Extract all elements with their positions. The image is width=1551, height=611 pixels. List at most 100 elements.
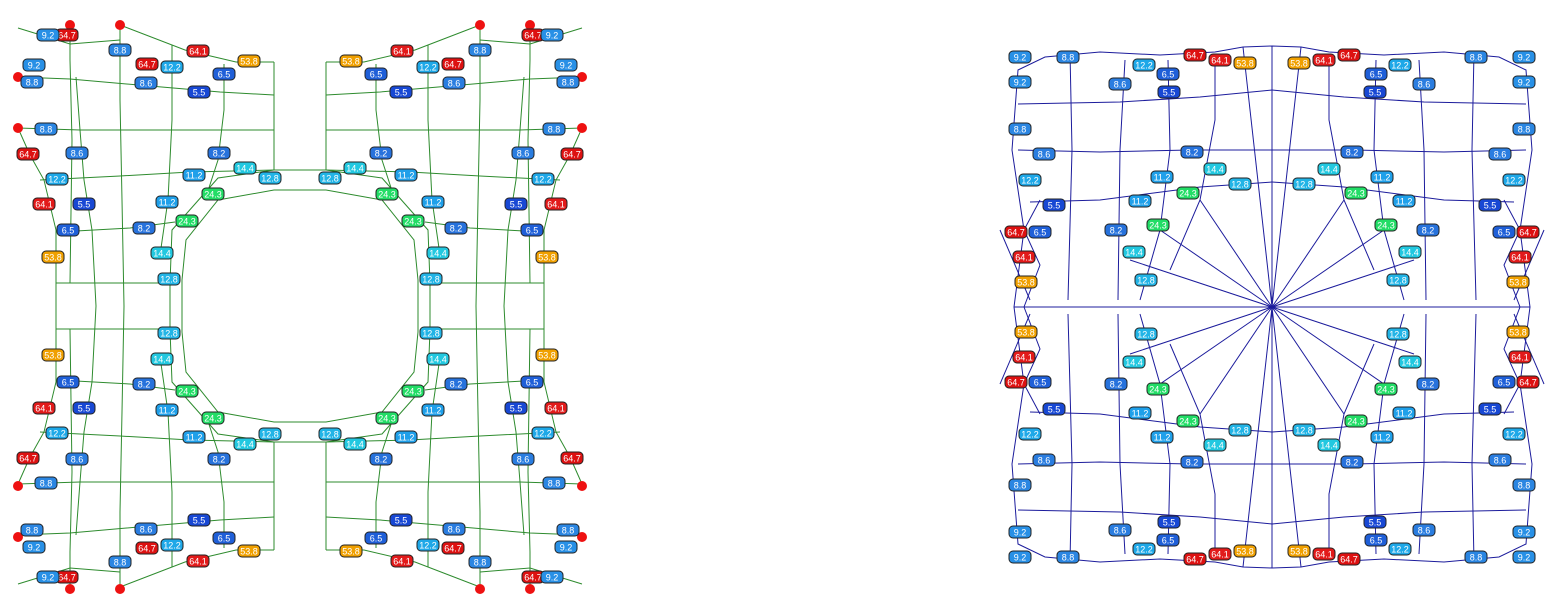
edge-label-6-5: 6.5 (1028, 375, 1052, 389)
edge-label-11-2: 11.2 (421, 403, 445, 417)
edge-label-badge (1122, 245, 1146, 259)
edge-label-text: 64.1 (189, 47, 207, 57)
edge-label-6-5: 6.5 (212, 67, 236, 81)
edge-label-8-8: 8.8 (1056, 50, 1080, 64)
mesh-edge (39, 169, 275, 181)
edge-label-12-2: 12.2 (1388, 58, 1412, 72)
mesh-edge (1117, 313, 1126, 555)
edge-label-text: 64.7 (1007, 378, 1025, 388)
edge-label-53-8: 53.8 (535, 250, 559, 264)
edge-label-9-2: 9.2 (554, 540, 578, 554)
edge-label-badge (401, 214, 425, 228)
edge-label-badge (1233, 56, 1257, 70)
edge-label-text: 12.8 (1137, 330, 1155, 340)
edge-label-text: 8.6 (1114, 80, 1127, 90)
edge-label-badge (175, 384, 199, 398)
edge-label-6-5: 6.5 (1364, 67, 1388, 81)
edge-label-text: 24.3 (1179, 417, 1197, 427)
mesh-edge (503, 76, 525, 307)
edge-label-badge (175, 214, 199, 228)
edge-label-badge (160, 60, 184, 74)
mesh-edge (1271, 199, 1345, 308)
edge-label-text: 12.8 (422, 275, 440, 285)
edge-label-64-7: 64.7 (1004, 375, 1028, 389)
edge-label-8-6: 8.6 (1488, 147, 1512, 161)
edge-label-text: 8.2 (138, 224, 151, 234)
edge-label-64-1: 64.1 (1012, 250, 1036, 264)
edge-label-8-8: 8.8 (468, 43, 492, 57)
edge-label-8-8: 8.8 (34, 122, 58, 136)
edge-label-text: 8.8 (114, 46, 127, 56)
edge-label-text: 8.8 (26, 78, 39, 88)
edge-label-12-2: 12.2 (1018, 173, 1042, 187)
edge-label-text: 14.4 (1125, 358, 1143, 368)
edge-label-12-2: 12.2 (1388, 542, 1412, 556)
fixed-node-dot (577, 123, 587, 133)
edge-label-badge (1012, 250, 1036, 264)
fixed-node-dot (577, 481, 587, 491)
edge-label-badge (401, 384, 425, 398)
edge-label-64-7: 64.7 (1183, 552, 1207, 566)
edge-label-text: 24.3 (178, 387, 196, 397)
mesh-edge (1471, 313, 1477, 563)
edge-label-badge (72, 197, 96, 211)
edge-label-8-2: 8.2 (369, 146, 393, 160)
edge-label-badge (544, 197, 568, 211)
edge-label-badge (1032, 147, 1056, 161)
edge-label-12-8: 12.8 (1134, 273, 1158, 287)
edge-label-64-1: 64.1 (1312, 53, 1336, 67)
edge-label-text: 5.5 (1369, 518, 1382, 528)
edge-label-badge (1388, 58, 1412, 72)
edge-label-text: 12.2 (1135, 61, 1153, 71)
edge-label-text: 6.5 (1498, 378, 1511, 388)
edge-label-badge (1008, 478, 1032, 492)
edge-label-badge (1208, 53, 1232, 67)
edge-label-8-6: 8.6 (1108, 77, 1132, 91)
edge-label-24-3: 24.3 (201, 411, 225, 425)
edge-label-text: 8.2 (1422, 226, 1435, 236)
fixed-node-dot (115, 20, 125, 30)
edge-label-badge (1488, 453, 1512, 467)
edge-label-text: 8.8 (1518, 481, 1531, 491)
edge-label-text: 8.2 (1186, 148, 1199, 158)
edge-label-badge (535, 348, 559, 362)
mesh-edge (1017, 509, 1273, 525)
edge-label-text: 6.5 (62, 378, 75, 388)
edge-label-text: 14.4 (346, 164, 364, 174)
edge-label-12-8: 12.8 (1292, 423, 1316, 437)
edge-label-text: 24.3 (1149, 385, 1167, 395)
edge-label-5-5: 5.5 (187, 85, 211, 99)
edge-label-text: 12.2 (1021, 176, 1039, 186)
edge-label-badge (318, 427, 342, 441)
edge-label-text: 12.8 (1137, 276, 1155, 286)
edge-label-badge (56, 375, 80, 389)
mesh-edge (1271, 89, 1527, 105)
edge-label-badge (1004, 375, 1028, 389)
edge-label-text: 8.2 (450, 224, 463, 234)
edge-label-5-5: 5.5 (1478, 402, 1502, 416)
edge-label-badge (1412, 523, 1436, 537)
edge-label-64-1: 64.1 (390, 554, 414, 568)
edge-label-badge (22, 540, 46, 554)
edge-label-text: 5.5 (1048, 201, 1061, 211)
edge-label-text: 24.3 (1377, 385, 1395, 395)
edge-label-badge (1008, 50, 1032, 64)
edge-label-badge (201, 187, 225, 201)
edge-label-text: 6.5 (1370, 536, 1383, 546)
edge-label-text: 8.8 (1518, 125, 1531, 135)
edge-label-badge (1150, 430, 1174, 444)
edge-label-badge (1502, 173, 1526, 187)
edge-label-text: 8.8 (114, 558, 127, 568)
edge-label-12-2: 12.2 (1132, 58, 1156, 72)
edge-label-badge (36, 570, 60, 584)
mesh-edge (1271, 229, 1385, 308)
edge-label-badge (34, 476, 58, 490)
edge-label-badge (1388, 542, 1412, 556)
edge-label-11-2: 11.2 (1150, 430, 1174, 444)
edge-label-badge (65, 146, 89, 160)
edge-label-8-6: 8.6 (1032, 147, 1056, 161)
edge-label-text: 12.2 (1505, 176, 1523, 186)
edge-label-badge (389, 85, 413, 99)
edge-label-badge (520, 375, 544, 389)
